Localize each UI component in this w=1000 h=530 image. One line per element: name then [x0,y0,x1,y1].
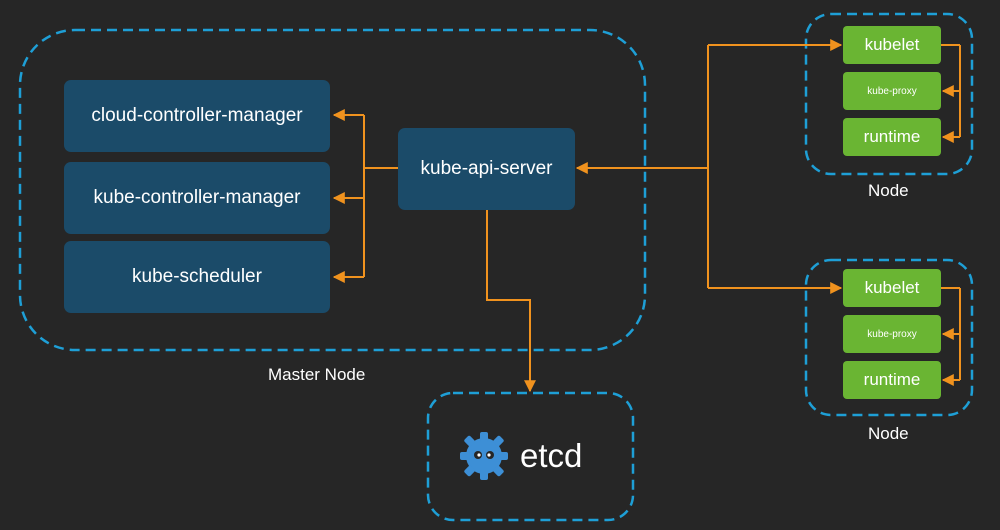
kube-controller-manager-box: kube-controller-manager [64,162,330,234]
api-to-nodes-connectors [575,39,843,294]
node-2-kubelet-label: kubelet [864,278,920,297]
node-1-kubelet-label: kubelet [864,35,920,54]
node-1-boundary [804,12,974,176]
kube-api-server-label: kube-api-server [420,158,553,179]
etcd-logo-icon [460,432,508,480]
kube-scheduler-box: kube-scheduler [64,241,330,313]
node-2-boundary [804,258,974,417]
kube-scheduler-label: kube-scheduler [132,266,262,287]
node-2-runtime-box: runtime [843,361,941,399]
etcd-label: etcd [520,437,583,474]
node-1-runtime-box: runtime [843,118,941,156]
cloud-controller-manager-box: cloud-controller-manager [64,80,330,152]
api-to-etcd-connector [486,210,536,393]
node-1-runtime-label: runtime [863,127,921,146]
etcd-boundary [426,391,635,522]
node-2-kube-proxy-box: kube-proxy [843,315,941,353]
node-1-label: Node [868,181,909,200]
node-2-kube-proxy-label: kube-proxy [867,328,917,340]
master-node-label: Master Node [268,365,366,384]
node-2-runtime-label: runtime [863,370,921,389]
cloud-controller-manager-label: cloud-controller-manager [91,105,303,126]
node-1-kubelet-box: kubelet [843,26,941,64]
node-2-connectors [941,287,961,386]
node-2-kubelet-box: kubelet [843,269,941,307]
kube-controller-manager-label: kube-controller-manager [93,187,301,208]
node-1-connectors [941,44,961,143]
master-connectors [332,109,398,283]
master-node-boundary [18,28,647,352]
kube-api-server-box: kube-api-server [398,128,575,210]
node-1-kube-proxy-label: kube-proxy [867,85,917,97]
node-2-label: Node [868,424,909,443]
node-1-kube-proxy-box: kube-proxy [843,72,941,110]
etcd-group: etcd [458,430,582,482]
